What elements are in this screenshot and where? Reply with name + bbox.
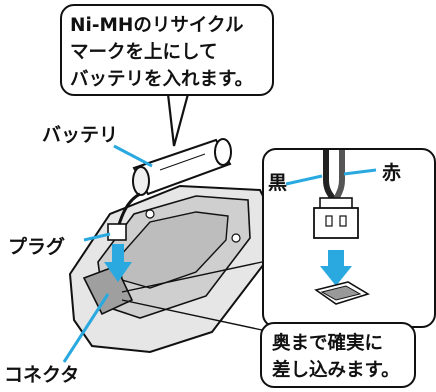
black-wire-label: 黒 [268, 172, 288, 194]
plug-label: プラグ [8, 236, 66, 258]
inset-illustration [285, 150, 377, 305]
connector-label: コネクタ [4, 364, 80, 386]
zoom-line-lower [121, 299, 263, 331]
device-base [68, 184, 272, 354]
plug-leader [83, 232, 111, 242]
battery-label: バッテリ [42, 124, 119, 146]
callout-bottom-line-2: 差し込みます。 [272, 360, 400, 381]
insert-arrow-main [104, 244, 132, 282]
callout-insert-fully: 奥まで確実に 差し込みます。 [260, 322, 416, 388]
battery-leader [113, 144, 153, 168]
battery-pack [132, 138, 232, 196]
detail-inset: 黒 赤 [262, 148, 436, 328]
callout-top-line-3: バッテリを入れます。 [70, 69, 254, 90]
red-wire-label: 赤 [382, 162, 402, 184]
callout-bottom-line-1: 奥まで確実に [272, 333, 384, 354]
callout-top-line-1: Ni-MHのリサイクル [70, 15, 244, 36]
callout-recycle-mark: Ni-MHのリサイクル マークを上にして バッテリを入れます。 [60, 4, 274, 96]
zoom-line-upper [121, 261, 263, 293]
battery-plug [107, 223, 127, 241]
callout-top-line-2: マークを上にして [70, 42, 218, 63]
callout-top-tail [166, 92, 190, 147]
connector-leader [62, 293, 110, 363]
